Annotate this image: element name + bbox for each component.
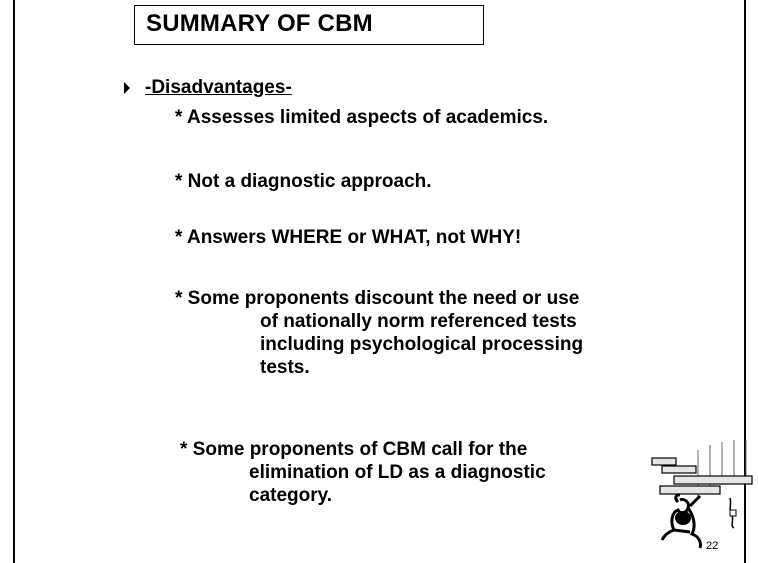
page-number: 22 (706, 540, 719, 552)
list-item: * Some proponents discount the need or u… (175, 288, 584, 378)
slide-right-border (744, 0, 746, 563)
slide-title: SUMMARY OF CBM (146, 10, 373, 37)
list-item: * Assesses limited aspects of academics. (175, 107, 549, 128)
person-lifting-books-icon (651, 440, 753, 549)
list-item: * Answers WHERE or WHAT, not WHY! (175, 227, 522, 248)
title-box: SUMMARY OF CBM (134, 5, 484, 45)
slide-left-border (13, 0, 15, 563)
list-item: * Not a diagnostic approach. (175, 171, 432, 192)
list-item: * Some proponents of CBM call for the el… (180, 439, 546, 506)
section-heading: -Disadvantages- (145, 77, 292, 98)
bullet-arrow-icon (124, 82, 130, 94)
